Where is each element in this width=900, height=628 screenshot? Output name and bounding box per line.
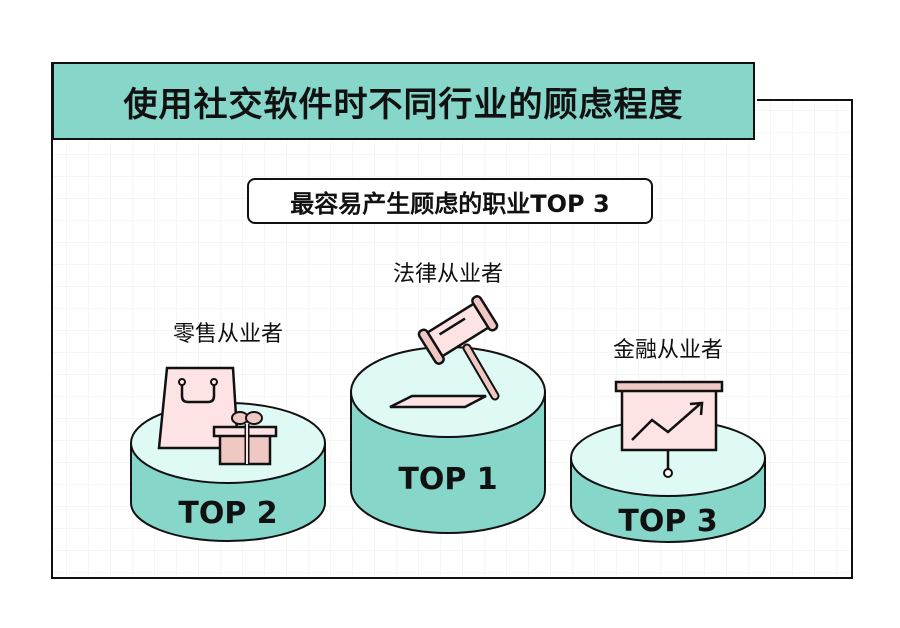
industry-label-top2: 零售从业者 (172, 322, 283, 347)
gavel-icon (389, 295, 500, 409)
rank-label-top3: TOP 3 (618, 504, 718, 539)
rank-label-top2: TOP 2 (178, 496, 278, 531)
industry-label-top3: 金融从业者 (612, 338, 723, 363)
podium-top1 (350, 295, 546, 534)
frame-border (51, 62, 853, 579)
subtitle-badge: 最容易产生顾虑的职业TOP 3 (247, 178, 653, 224)
gift-icon (212, 411, 278, 466)
chart-board-icon (614, 380, 724, 478)
industry-label-top1: 法律从业者 (392, 262, 503, 287)
podium-top3 (570, 380, 766, 543)
podium-top2 (130, 366, 326, 542)
page-title: 使用社交软件时不同行业的顾虑程度 (52, 62, 755, 140)
rank-label-top1: TOP 1 (398, 462, 498, 497)
